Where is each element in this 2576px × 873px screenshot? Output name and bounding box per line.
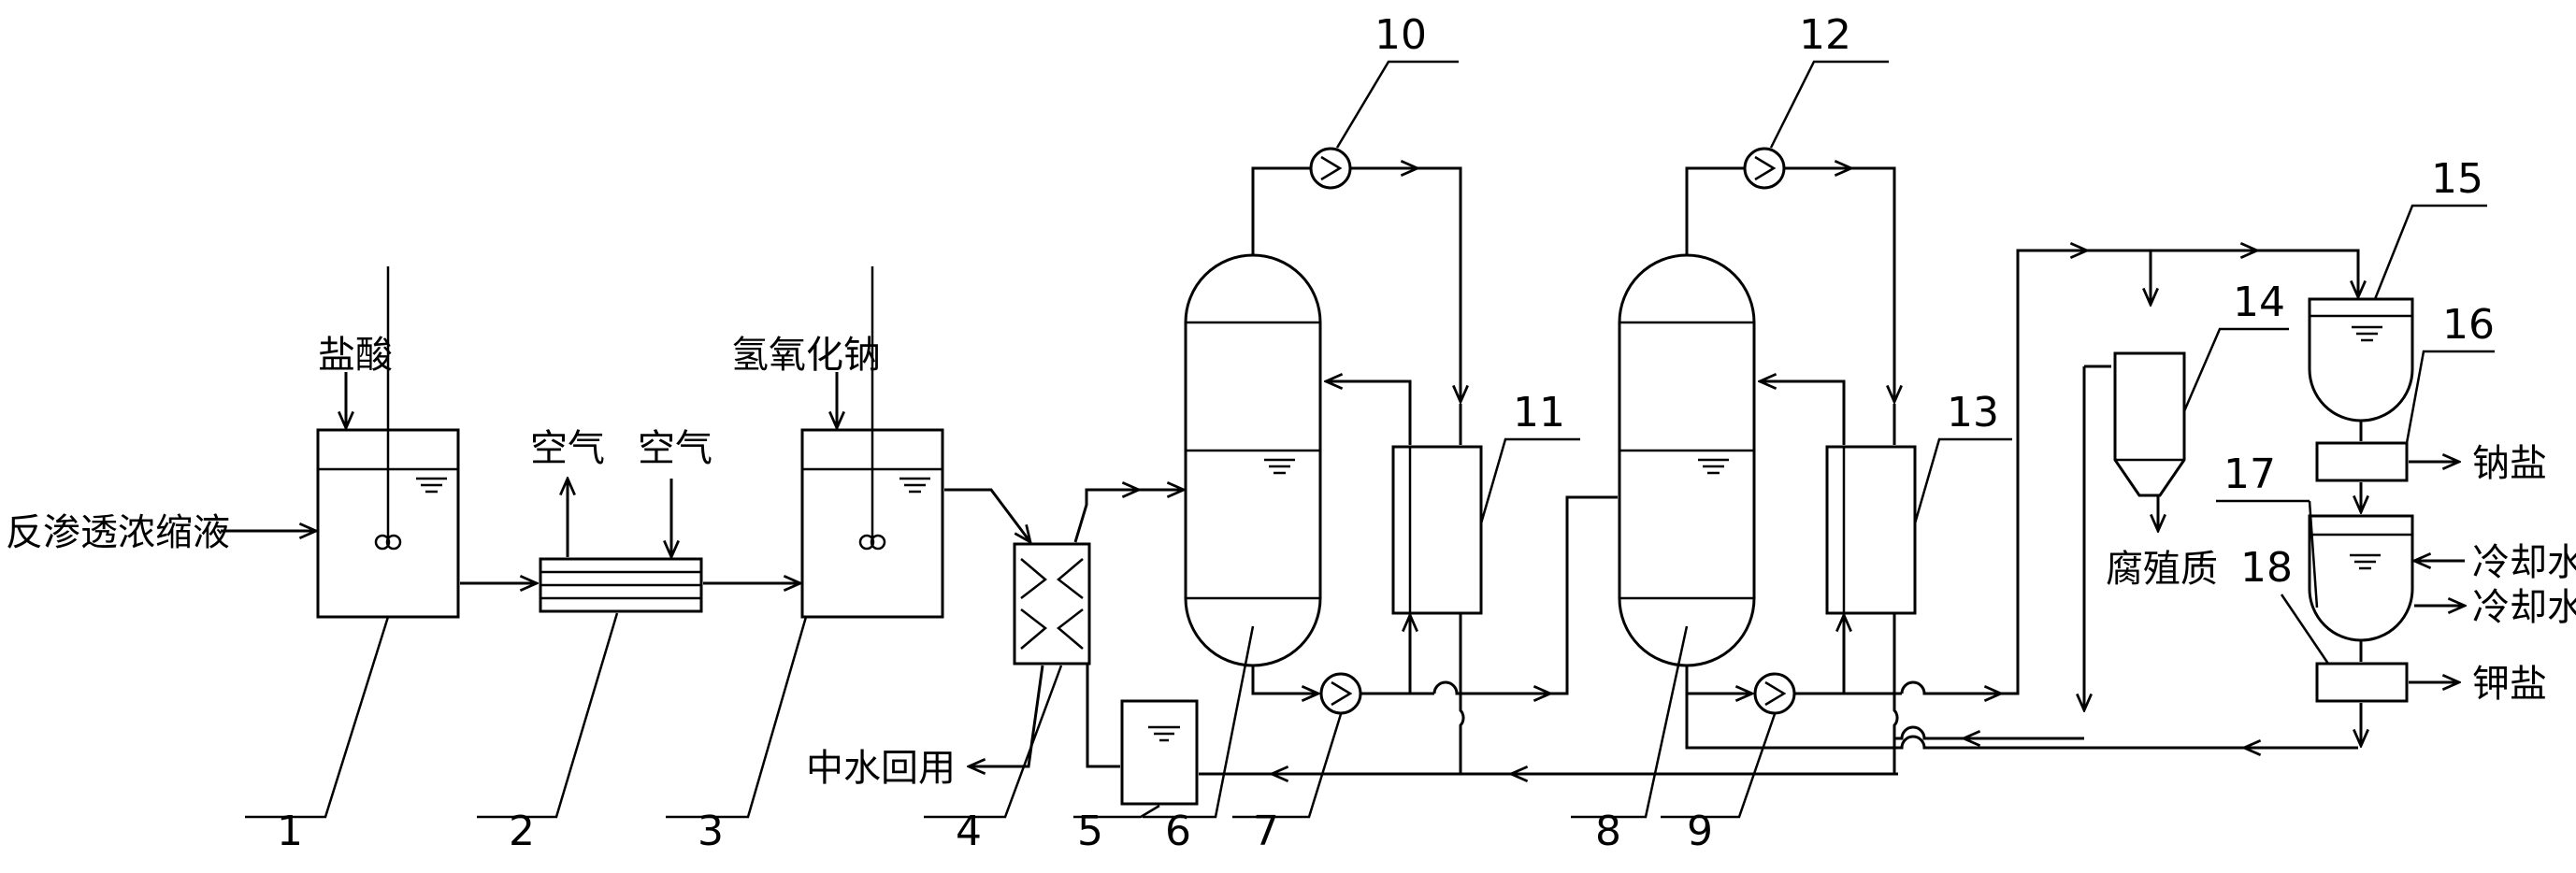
callout-9: 9	[1687, 808, 1713, 855]
reclaimed-water-arrow	[969, 665, 1044, 766]
callout-15: 15	[2431, 155, 2483, 203]
heater-11-return-arrow	[1326, 381, 1412, 445]
humus-separator	[2113, 351, 2186, 497]
evaporator-2	[1618, 253, 1756, 667]
evaporator-1	[1184, 253, 1322, 667]
callout-2: 2	[509, 808, 535, 855]
liquid-level-icon	[899, 477, 930, 494]
sodium-centrifuge	[2315, 441, 2409, 482]
transfer-to-evaporator-2-arrow	[1432, 680, 1550, 694]
flow-arrow-4-6	[1073, 490, 1139, 543]
agitator-icon	[858, 266, 886, 551]
condensate-line	[1086, 664, 1120, 768]
callout-4: 4	[956, 808, 982, 855]
sodium-salt-label: 钠盐	[2472, 442, 2547, 485]
callout-1: 1	[277, 808, 303, 855]
callout-7: 7	[1253, 808, 1279, 855]
compressor-pump-10-icon	[1309, 147, 1352, 190]
air-out-label: 空气	[530, 427, 605, 470]
callout-13: 13	[1947, 389, 1999, 436]
air-in-label: 空气	[638, 427, 712, 470]
heater-11-condensate	[1459, 613, 1465, 774]
vapor-to-heater-13-arrow	[1849, 166, 1894, 402]
potassium-centrifuge	[2315, 662, 2409, 703]
vapor-to-heater-11-arrow	[1416, 166, 1461, 402]
flow-arrow-3-4	[944, 488, 1030, 542]
membrane-degassing-unit	[539, 557, 703, 613]
callout-5: 5	[1077, 808, 1103, 855]
humus-label: 腐殖质	[2106, 548, 2218, 591]
heat-exchanger	[1013, 542, 1091, 665]
cooling-water-in-label: 冷却水	[2472, 541, 2576, 584]
concentrate-out-arrow	[1900, 680, 2001, 694]
heater-13-return-arrow	[1760, 381, 1846, 445]
callout-11: 11	[1513, 389, 1565, 436]
recycle-line-evap-2	[1685, 665, 2244, 750]
heater-11	[1391, 445, 1483, 615]
heater-13-condensate	[1892, 613, 1899, 774]
callout-3: 3	[698, 808, 724, 855]
acidification-tank	[316, 266, 460, 619]
callout-16: 16	[2442, 301, 2495, 349]
concentrate-up-arrow	[2001, 250, 2087, 695]
vapor-line-1	[1251, 166, 1311, 255]
heater-13	[1825, 445, 1917, 615]
callout-18: 18	[2240, 544, 2293, 592]
evaporator-2-outlet-arrow	[1685, 665, 1752, 694]
condensate-tank	[1120, 699, 1199, 806]
hcl-label: 盐酸	[318, 334, 393, 377]
callout-14: 14	[2233, 279, 2285, 326]
callout-10: 10	[1374, 11, 1427, 59]
sodium-crystallizer	[2308, 297, 2414, 422]
mother-liquor-line	[1894, 725, 1964, 740]
vapor-line-2	[1685, 166, 1745, 255]
naoh-label: 氢氧化钠	[731, 334, 881, 377]
cooling-crystallizer	[2308, 514, 2414, 642]
cooling-water-out-label: 冷却水	[2472, 586, 2576, 629]
neutralization-tank	[800, 266, 944, 619]
agitator-icon	[374, 266, 402, 551]
feed-crystallizer-15-arrow	[2257, 249, 2358, 297]
feed-to-evaporator-2	[1550, 495, 1618, 695]
feed-label: 反渗透浓缩液	[6, 511, 230, 554]
callout-6: 6	[1165, 808, 1191, 855]
potassium-salt-label: 钾盐	[2472, 663, 2547, 706]
circulation-pump-9-icon	[1753, 672, 1796, 715]
compressor-pump-12-icon	[1743, 147, 1786, 190]
callouts: 1 2 3 4 5 6 7 8 9 10 11 12 13 14 15 16	[245, 11, 2495, 855]
liquid-level-icon	[416, 477, 447, 494]
callout-17: 17	[2223, 451, 2276, 498]
callout-12: 12	[1799, 11, 1851, 59]
callout-8: 8	[1595, 808, 1621, 855]
circulation-pump-7-icon	[1319, 672, 1362, 715]
reclaimed-water-label: 中水回用	[806, 747, 956, 790]
evaporator-1-outlet-arrow	[1251, 665, 1318, 694]
